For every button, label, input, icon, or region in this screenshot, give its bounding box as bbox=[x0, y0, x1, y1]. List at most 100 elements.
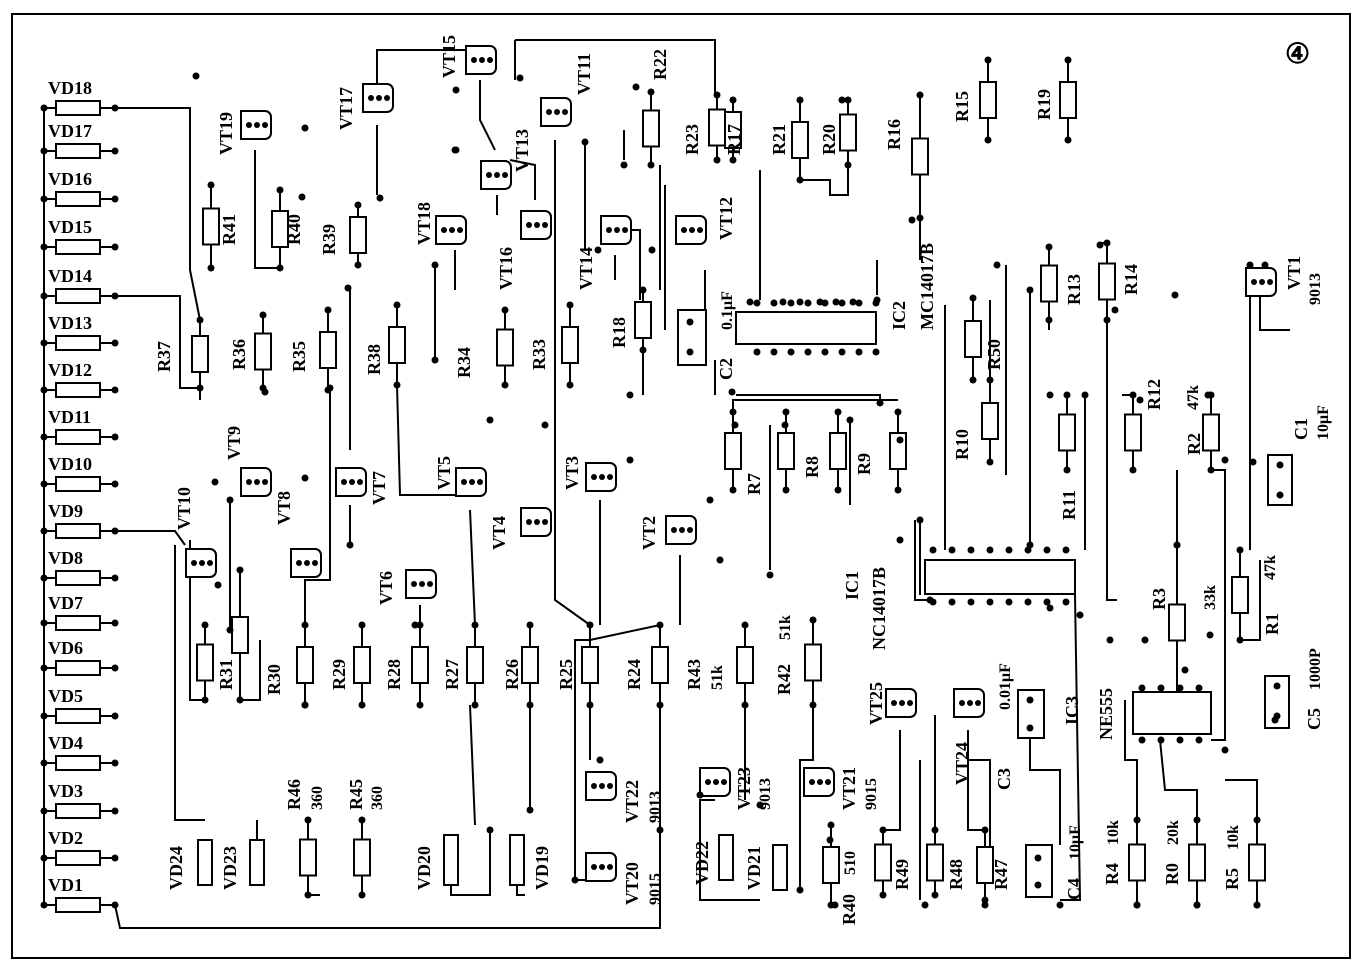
diode-vd14 bbox=[55, 288, 101, 304]
resistor-r24 bbox=[651, 646, 669, 684]
solder-pad bbox=[111, 527, 119, 535]
solder-pad bbox=[713, 156, 721, 164]
label-vd24: VD24 bbox=[166, 846, 186, 890]
label-vt4: VT4 bbox=[489, 516, 509, 550]
solder-pad bbox=[196, 316, 204, 324]
solder-pad bbox=[696, 791, 704, 799]
label-r13: R13 bbox=[1064, 274, 1084, 305]
solder-pad bbox=[896, 436, 904, 444]
solder-pad bbox=[581, 138, 589, 146]
solder-pad bbox=[502, 172, 508, 178]
solder-pad bbox=[1253, 901, 1261, 909]
resistor-r25 bbox=[581, 646, 599, 684]
resistor-r4 bbox=[1128, 843, 1146, 882]
solder-pad bbox=[1096, 241, 1104, 249]
solder-pad bbox=[705, 779, 711, 785]
solder-pad bbox=[326, 384, 334, 392]
label-vt20-type: 9015 bbox=[647, 873, 664, 905]
resistor-r1 bbox=[1231, 576, 1249, 614]
resistor-r29 bbox=[353, 646, 371, 684]
label-vt23-type: 9013 bbox=[757, 778, 774, 810]
solder-pad bbox=[487, 57, 493, 63]
solder-pad bbox=[876, 399, 884, 407]
solder-pad bbox=[948, 598, 956, 606]
solder-pad bbox=[1276, 491, 1284, 499]
trace bbox=[799, 705, 814, 890]
trace bbox=[732, 399, 898, 412]
solder-pad bbox=[1046, 391, 1054, 399]
diode-vd9 bbox=[55, 523, 101, 539]
label-r10: R10 bbox=[952, 429, 972, 460]
solder-pad bbox=[566, 301, 574, 309]
label-r19: R19 bbox=[1034, 89, 1054, 120]
resistor-r8 bbox=[777, 432, 795, 470]
label-ic3: IC3 bbox=[1062, 696, 1082, 725]
resistor-r23 bbox=[708, 108, 726, 147]
label-vt1-type: 9013 bbox=[1307, 273, 1324, 305]
label-r48: R48 bbox=[946, 859, 966, 890]
diode-vd16 bbox=[55, 191, 101, 207]
solder-pad bbox=[526, 621, 534, 629]
solder-pad bbox=[1157, 684, 1165, 692]
solder-pad bbox=[1026, 696, 1034, 704]
label-r4: R4 bbox=[1102, 863, 1122, 885]
solder-pad bbox=[586, 701, 594, 709]
label-r40: R40 bbox=[284, 214, 304, 245]
solder-pad bbox=[931, 826, 939, 834]
solder-pad bbox=[804, 299, 812, 307]
solder-pad bbox=[471, 701, 479, 709]
solder-pad bbox=[276, 264, 284, 272]
solder-pad bbox=[782, 408, 790, 416]
label-r8: R8 bbox=[802, 456, 822, 478]
solder-pad bbox=[324, 306, 332, 314]
solder-pad bbox=[1138, 684, 1146, 692]
trace bbox=[1259, 282, 1290, 331]
resistor-r27 bbox=[466, 646, 484, 684]
trace bbox=[800, 165, 849, 196]
solder-pad bbox=[1045, 316, 1053, 324]
solder-pad bbox=[1056, 901, 1064, 909]
label-vt9: VT9 bbox=[224, 426, 244, 460]
solder-pad bbox=[713, 91, 721, 99]
label-r46-value: 360 bbox=[309, 786, 326, 810]
resistor-r5 bbox=[1248, 843, 1266, 882]
solder-pad bbox=[111, 574, 119, 582]
solder-pad bbox=[546, 109, 552, 115]
solder-pad bbox=[416, 621, 424, 629]
label-r24: R24 bbox=[624, 659, 644, 690]
solder-pad bbox=[926, 596, 934, 604]
solder-pad bbox=[796, 176, 804, 184]
solder-pad bbox=[607, 474, 613, 480]
solder-pad bbox=[873, 296, 881, 304]
trace bbox=[967, 730, 985, 831]
solder-pad bbox=[967, 546, 975, 554]
resistor-r50 bbox=[964, 320, 982, 358]
resistor-r14 bbox=[1098, 262, 1116, 301]
solder-pad bbox=[259, 311, 267, 319]
solder-pad bbox=[809, 701, 817, 709]
solder-pad bbox=[1206, 631, 1214, 639]
label-vt2: VT2 bbox=[639, 516, 659, 550]
solder-pad bbox=[226, 496, 234, 504]
label-r1-value: 47k bbox=[1262, 555, 1279, 580]
solder-pad bbox=[354, 201, 362, 209]
label-r43: R43 bbox=[684, 659, 704, 690]
solder-pad bbox=[929, 546, 937, 554]
solder-pad bbox=[787, 299, 795, 307]
label-vd22: VD22 bbox=[692, 841, 712, 885]
label-c4: C4 bbox=[1064, 878, 1084, 900]
solder-pad bbox=[1026, 724, 1034, 732]
label-vt20: VT20 bbox=[622, 862, 642, 905]
solder-pad bbox=[834, 486, 842, 494]
solder-pad bbox=[894, 486, 902, 494]
label-r31: R31 bbox=[216, 659, 236, 690]
solder-pad bbox=[393, 381, 401, 389]
solder-pad bbox=[111, 854, 119, 862]
resistor-r43 bbox=[736, 646, 754, 684]
label-c5: C5 bbox=[1304, 708, 1324, 730]
resistor-r47 bbox=[976, 846, 994, 884]
solder-pad bbox=[729, 96, 737, 104]
diode-vd15 bbox=[55, 239, 101, 255]
label-r5: R5 bbox=[1222, 868, 1242, 890]
diode-vd1 bbox=[55, 897, 101, 913]
